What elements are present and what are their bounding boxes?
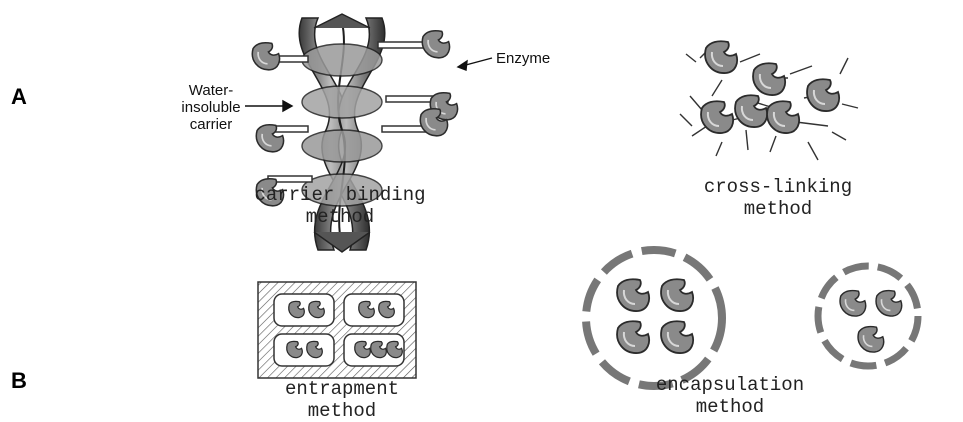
caption-entrapment-line1: entrapment <box>222 378 462 400</box>
caption-entrapment-line2: method <box>222 400 462 422</box>
caption-cross-linking-line1: cross-linking <box>648 176 908 198</box>
caption-entrapment: entrapment method <box>222 378 462 422</box>
encapsulation-illustration <box>586 250 918 386</box>
carrier-callout-line1: Water- <box>176 82 246 99</box>
caption-encapsulation-line1: encapsulation <box>580 374 880 396</box>
enzyme-icon <box>767 101 799 133</box>
caption-carrier-binding-line1: carrier binding <box>210 184 470 206</box>
enzyme-icon <box>661 279 693 311</box>
enzyme-icon <box>807 79 839 111</box>
carrier-callout: Water- insoluble carrier <box>176 82 246 133</box>
caption-encapsulation: encapsulation method <box>580 374 880 418</box>
caption-carrier-binding-line2: method <box>210 206 470 228</box>
enzyme-icon <box>661 321 693 353</box>
enzyme-icon <box>858 327 884 352</box>
enzyme-icon <box>753 63 785 95</box>
enzyme-icon <box>617 321 649 353</box>
membrane-capsule-large <box>586 250 722 386</box>
carrier-callout-line2: insoluble <box>176 99 246 116</box>
enzyme-icon <box>252 43 279 70</box>
enzyme-icon <box>876 291 902 316</box>
enzyme-callout: Enzyme <box>496 50 550 67</box>
enzyme-icon <box>735 95 767 127</box>
enzyme-icon <box>422 31 449 58</box>
entrapment-illustration <box>258 282 416 378</box>
carrier-callout-line3: carrier <box>176 116 246 133</box>
enzyme-icon <box>840 291 866 316</box>
enzyme-icon <box>705 41 737 73</box>
caption-encapsulation-line2: method <box>580 396 880 418</box>
caption-cross-linking: cross-linking method <box>648 176 908 220</box>
caption-cross-linking-line2: method <box>648 198 908 220</box>
caption-carrier-binding: carrier binding method <box>210 184 470 228</box>
enzyme-icon <box>617 279 649 311</box>
cross-linking-illustration <box>680 41 858 160</box>
enzyme-icon <box>701 101 733 133</box>
